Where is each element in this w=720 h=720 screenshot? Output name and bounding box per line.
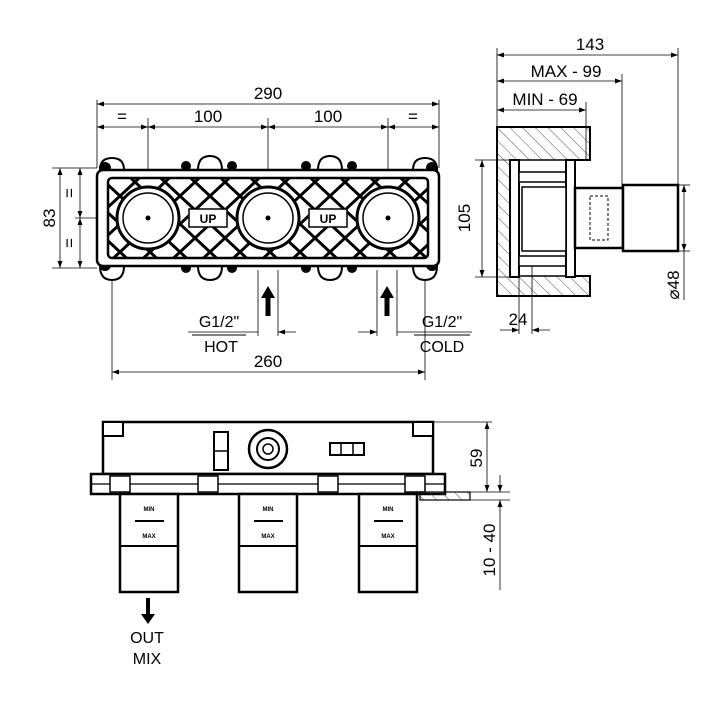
front-view: 290 = 100 100 = 83 = = <box>40 84 472 380</box>
cartridge-right: MIN MAX <box>357 492 419 594</box>
port-center <box>235 185 301 251</box>
dim-spacing-row: = 100 100 = <box>97 107 439 215</box>
dim-10-40-text: 10 - 40 <box>480 524 499 577</box>
dim-59-text: 59 <box>467 449 486 468</box>
hot-label: HOT <box>204 339 238 356</box>
out-arrow-icon <box>141 598 155 624</box>
dim-100-right: 100 <box>314 107 342 126</box>
dim-24-text: 24 <box>509 310 528 329</box>
cartridge-max-label: MAX <box>381 534 394 540</box>
dim-83-text: 83 <box>40 209 59 228</box>
cartridge-center: MIN MAX <box>237 492 299 594</box>
dim-overall-width: 290 <box>96 84 440 168</box>
up-marks: UP UP <box>188 208 348 228</box>
cartridge-min-label: MIN <box>263 507 274 513</box>
cartridge-max-label: MAX <box>261 534 274 540</box>
mix-label: MIX <box>133 651 162 668</box>
dim-100-left: 100 <box>194 107 222 126</box>
cold-label: COLD <box>420 339 464 356</box>
dim-inlet-span: 260 <box>111 280 426 380</box>
up-mark-right: UP <box>320 212 337 226</box>
bottom-view: MIN MAX MIN MAX MIN MAX OUT MIX 59 <box>89 420 510 668</box>
cold-thread-label: G1/2" <box>422 314 462 331</box>
dim-143-text: 143 <box>576 35 604 54</box>
dim-equal-right: = <box>408 107 418 126</box>
cartridge-min-label: MIN <box>144 507 155 513</box>
dim-105-text: 105 <box>455 204 474 232</box>
dim-290-text: 290 <box>254 84 282 103</box>
dim-diameter-48-text: ⌀48 <box>664 270 683 299</box>
cartridge-max-label: MAX <box>142 534 155 540</box>
cold-arrow-icon <box>380 286 394 316</box>
side-sleeve <box>621 183 680 253</box>
hot-thread-label: G1/2" <box>199 314 239 331</box>
up-mark-left: UP <box>200 212 217 226</box>
dim-min-69-text: MIN - 69 <box>512 90 577 109</box>
dim-equal-bottom: = <box>60 238 79 248</box>
side-mount-plate <box>509 159 520 278</box>
dim-max-99-text: MAX - 99 <box>531 62 602 81</box>
hot-inlet: G1/2" HOT <box>188 270 296 356</box>
dim-equal-left: = <box>117 107 127 126</box>
cold-inlet: G1/2" COLD <box>358 270 472 356</box>
mounting-ears <box>98 154 439 282</box>
port-right <box>355 185 421 251</box>
wall-surface <box>419 491 471 501</box>
dim-equal-top: = <box>60 188 79 198</box>
port-left <box>115 185 181 251</box>
out-label: OUT <box>130 630 164 647</box>
hot-arrow-icon <box>261 286 275 316</box>
dim-height-83: 83 = = <box>40 167 115 269</box>
dim-260-text: 260 <box>254 352 282 371</box>
cartridge-left: MIN MAX <box>118 492 180 594</box>
cartridge-min-label: MIN <box>383 507 394 513</box>
side-view: 143 MAX - 99 MIN - 69 105 24 ⌀48 <box>455 35 690 334</box>
